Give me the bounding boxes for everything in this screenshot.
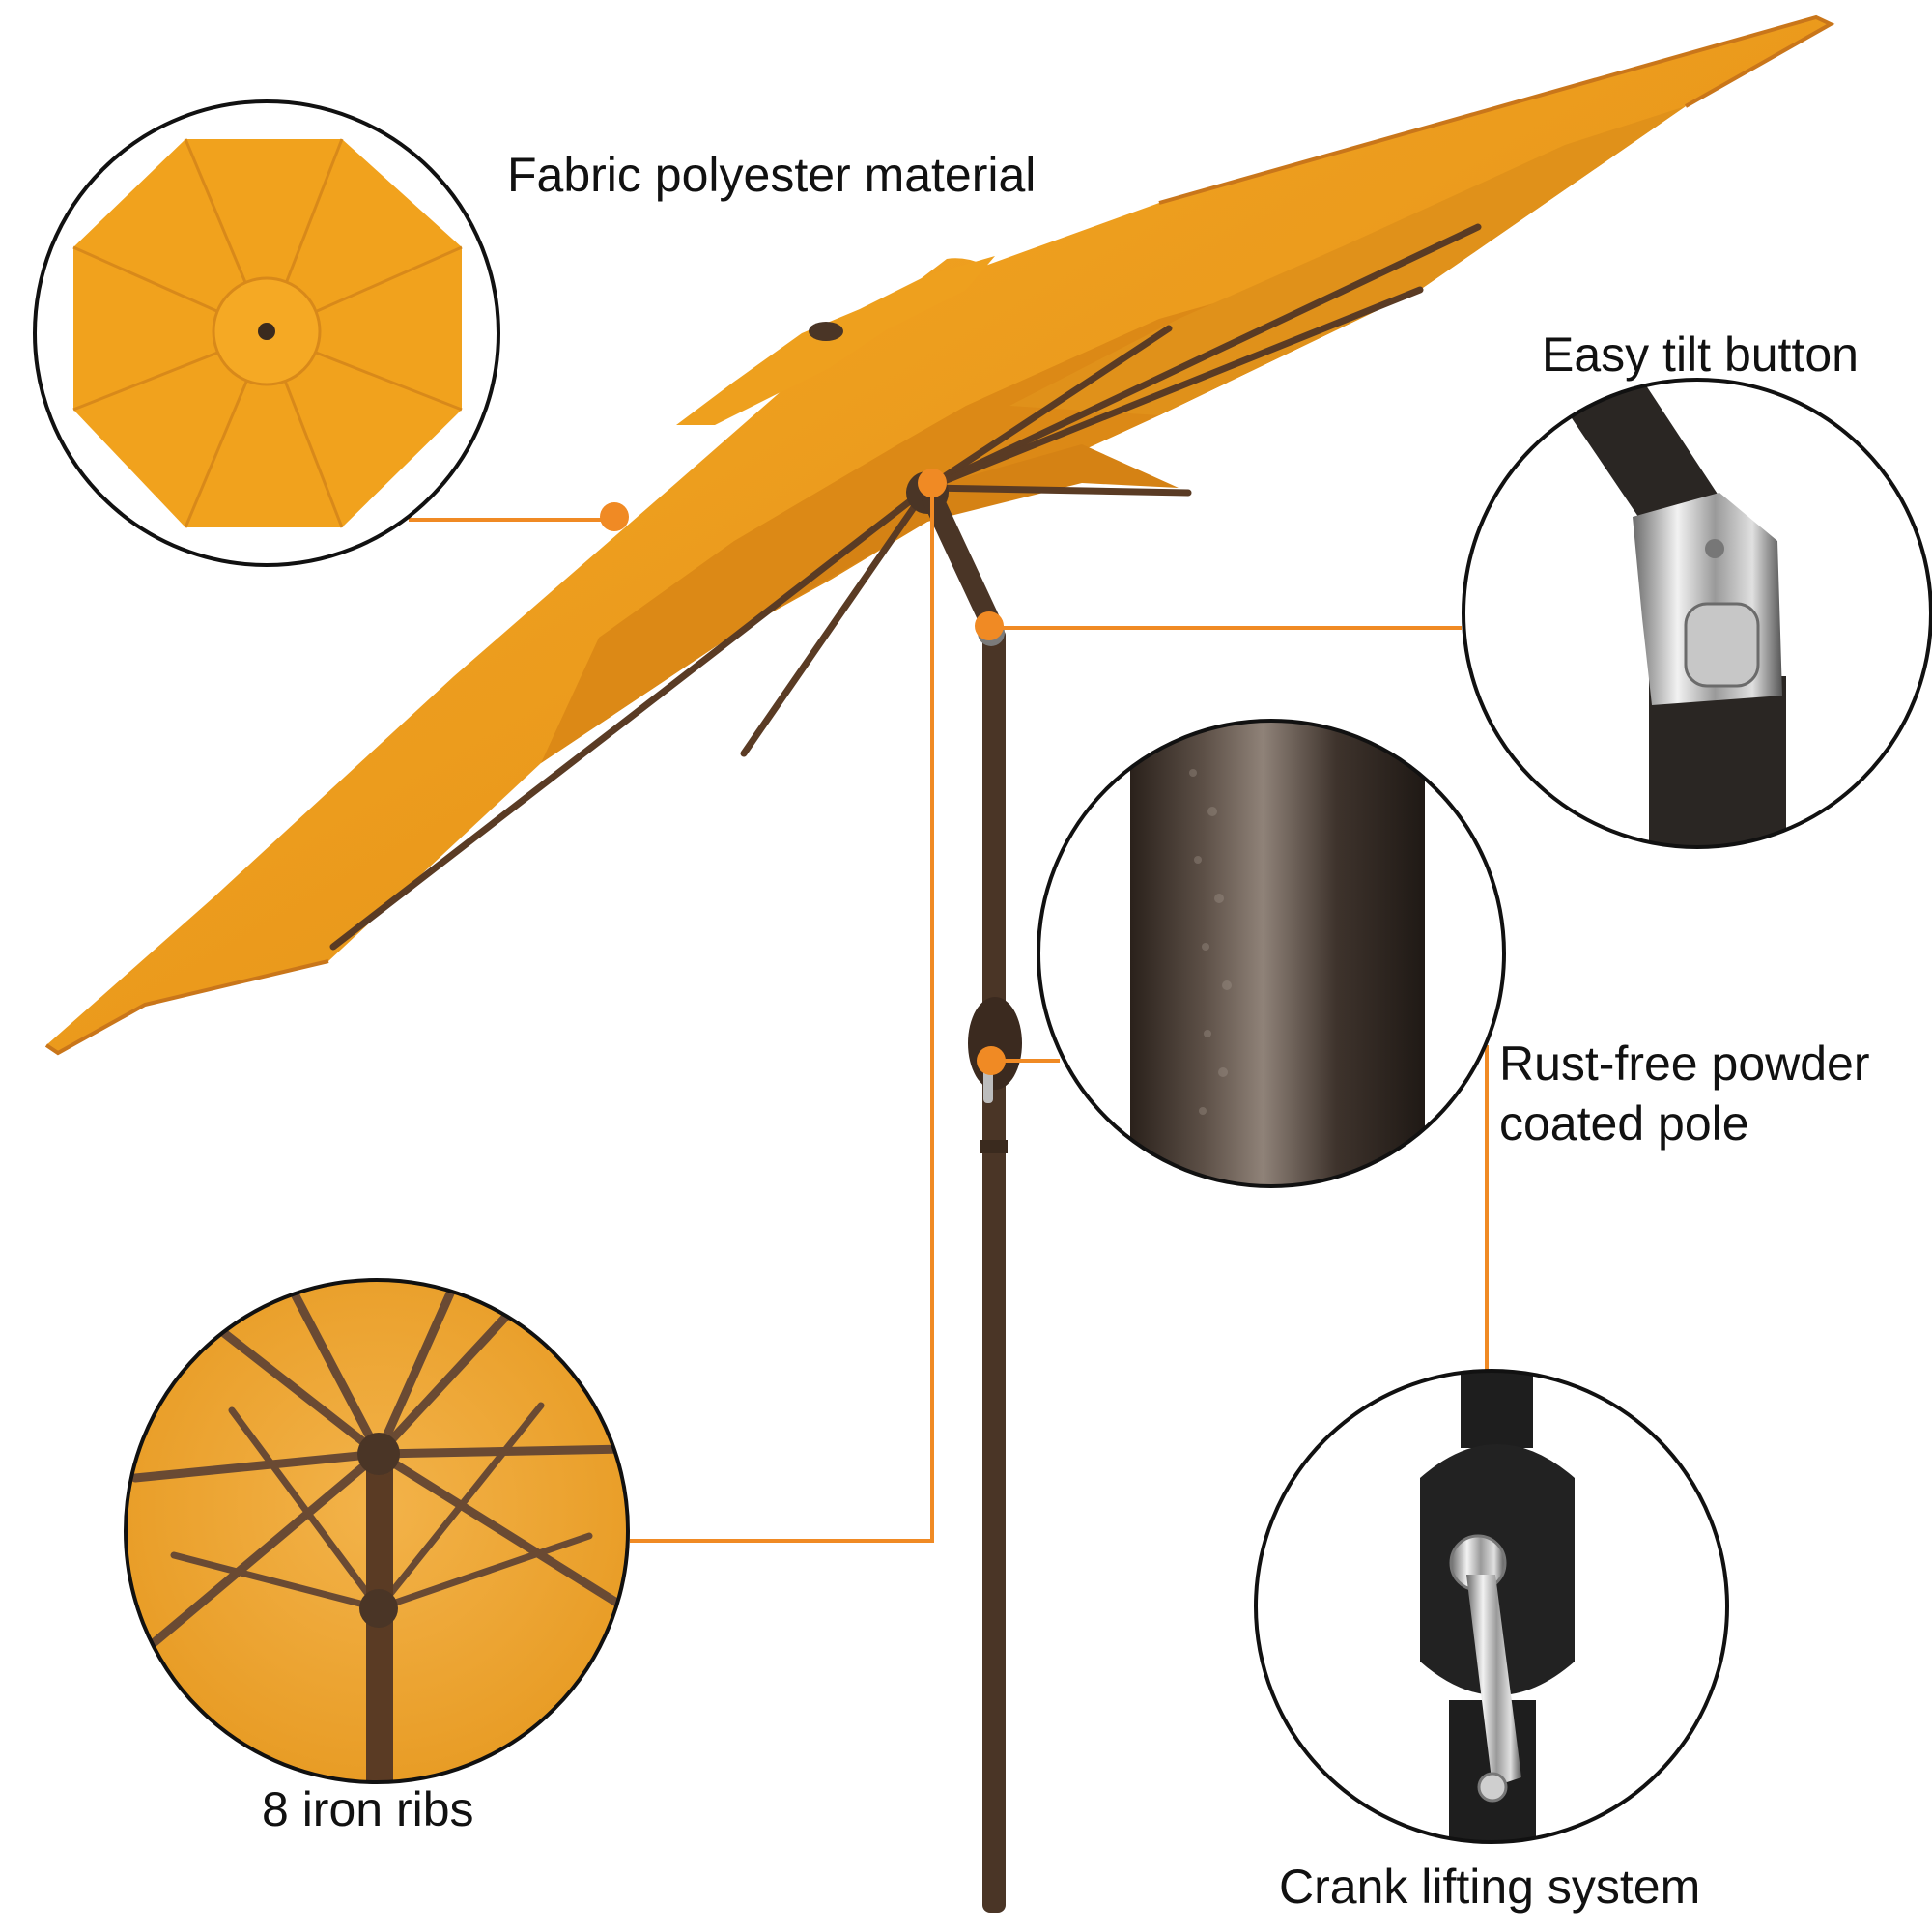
rib <box>923 223 1482 492</box>
crank-knob <box>1477 1772 1508 1803</box>
leader-lines <box>409 483 1489 1543</box>
ribs-hub <box>357 1433 400 1475</box>
umbrella-ribs-underside-icon <box>124 1278 630 1784</box>
pole <box>982 628 1006 1913</box>
umbrella-ribs <box>329 223 1482 951</box>
canopy-edge <box>44 959 329 1056</box>
fabric-label: Fabric polyester material <box>507 148 1037 202</box>
crank-label: Crank lifting system <box>1279 1860 1701 1914</box>
rib <box>923 325 1173 492</box>
rib <box>329 484 931 951</box>
canopy-underside-right <box>1009 106 1686 415</box>
rust-label-line2: coated pole <box>1499 1096 1749 1151</box>
crank-housing <box>968 997 1022 1090</box>
rust-label: Rust-free powder coated pole <box>1499 1034 1870 1153</box>
crank-pole-top <box>1461 1371 1533 1448</box>
rib <box>740 484 931 757</box>
canopy-vent <box>676 256 995 425</box>
crank-lever <box>1466 1575 1521 1787</box>
crank-handle-closeup-icon <box>1254 1369 1729 1844</box>
pole-texture <box>1130 721 1425 1186</box>
ribs-runner <box>359 1589 398 1628</box>
dot-ribs <box>918 469 947 497</box>
canopy-underside-panel <box>744 444 1179 628</box>
leader-dots <box>600 469 1006 1075</box>
rib <box>923 484 1192 497</box>
umbrella-top-view-icon <box>33 99 500 567</box>
rib <box>923 286 1424 492</box>
finial-top <box>258 323 275 340</box>
umbrella <box>44 14 1835 1913</box>
dot-fabric <box>600 502 629 531</box>
dot-pole <box>977 1046 1006 1075</box>
rust-label-line1: Rust-free powder <box>1499 1037 1870 1091</box>
tilt-button-closeup-icon <box>1462 378 1932 849</box>
pole-joint <box>980 1140 1008 1153</box>
tilt-button <box>1684 602 1760 688</box>
tilt-lower-tube <box>1649 676 1786 847</box>
canopy-edge-right <box>1158 14 1835 205</box>
dot-tilt <box>975 611 1004 640</box>
canopy-finial <box>809 322 843 341</box>
pole-upper <box>922 487 1004 639</box>
leader-ribs <box>630 483 934 1543</box>
ribs-label: 8 iron ribs <box>262 1782 474 1836</box>
powder-coated-pole-closeup-icon <box>1037 719 1506 1188</box>
tilt-label: Easy tilt button <box>1542 327 1859 382</box>
